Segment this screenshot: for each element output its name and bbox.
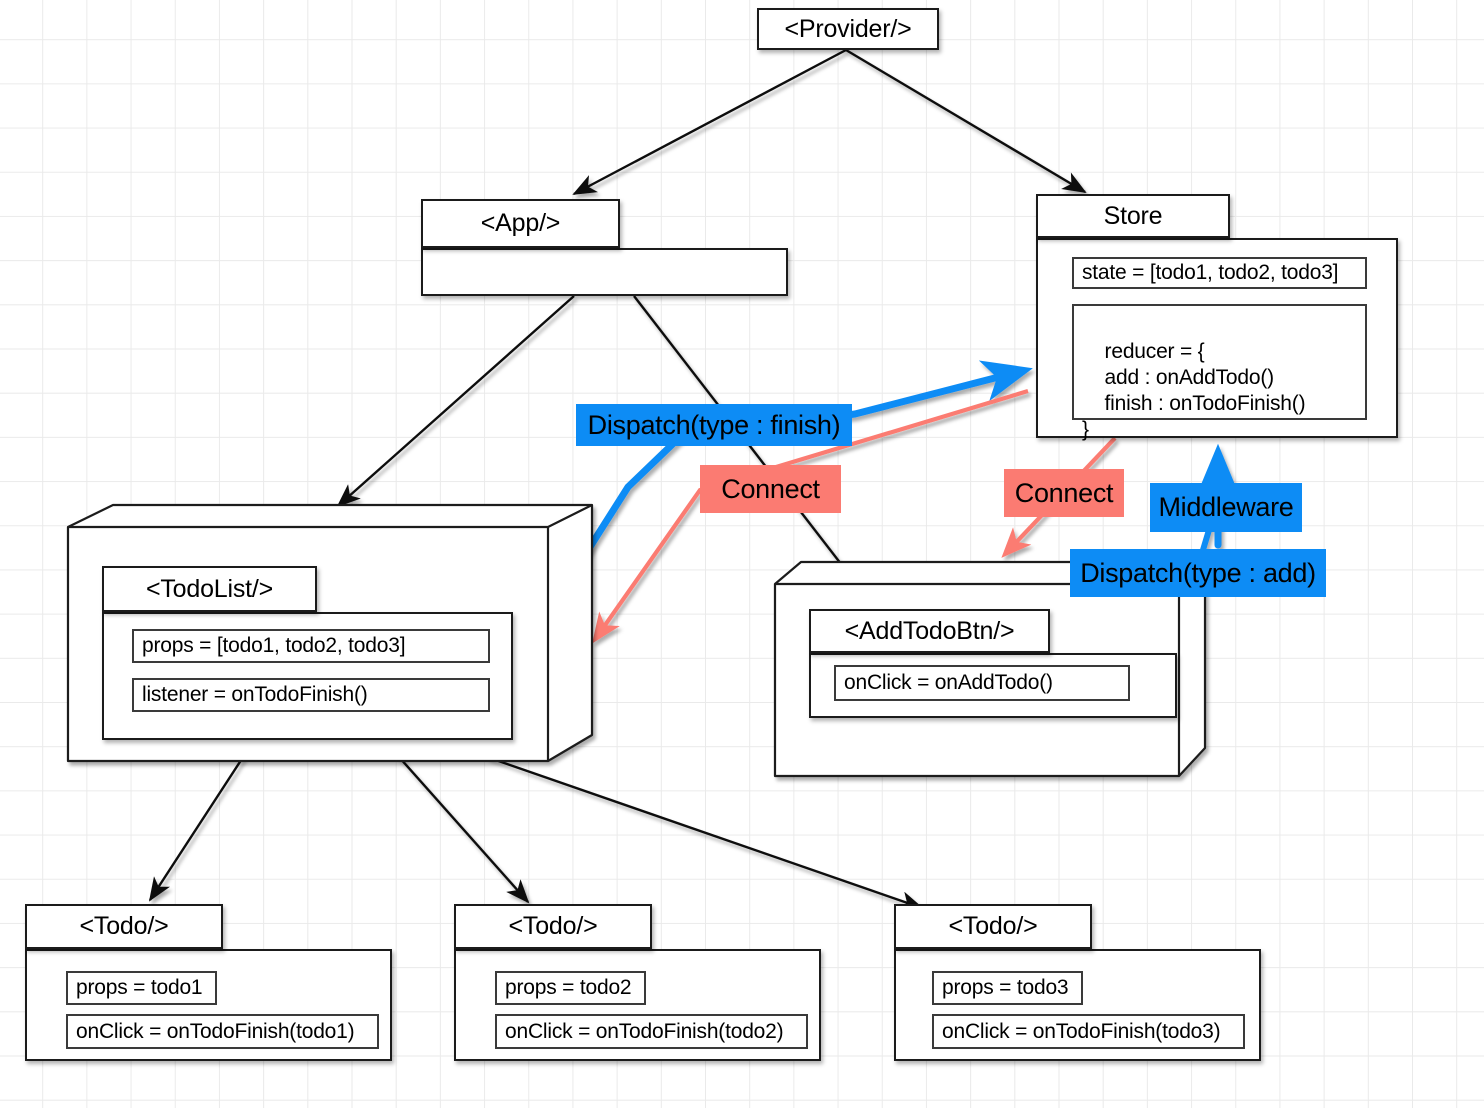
store-reducer-text: reducer = { add : onAddTodo() finish : o… bbox=[1082, 340, 1306, 441]
node-todo1-title: <Todo/> bbox=[79, 912, 169, 940]
node-todo2-title: <Todo/> bbox=[508, 912, 598, 940]
node-provider[interactable]: <Provider/> bbox=[757, 8, 939, 50]
edge-provider-to-store bbox=[845, 48, 1087, 194]
label-middleware-text: Middleware bbox=[1158, 492, 1294, 522]
node-todolist-title: <TodoList/> bbox=[145, 574, 274, 603]
todolist-listener-text: listener = onTodoFinish() bbox=[142, 683, 368, 706]
label-connect-left-text: Connect bbox=[721, 473, 820, 504]
todo3-props-text: props = todo3 bbox=[942, 976, 1069, 999]
todo3-onclick-field: onClick = onTodoFinish(todo3) bbox=[932, 1014, 1245, 1049]
node-app-header[interactable]: <App/> bbox=[421, 199, 620, 248]
todo1-onclick-text: onClick = onTodoFinish(todo1) bbox=[76, 1019, 355, 1043]
store-state-text: state = [todo1, todo2, todo3] bbox=[1082, 261, 1339, 284]
todo2-props-field: props = todo2 bbox=[495, 971, 646, 1005]
edge-provider-to-app bbox=[572, 48, 847, 196]
label-connect-right-text: Connect bbox=[1014, 477, 1114, 508]
node-provider-title: <Provider/> bbox=[784, 14, 912, 43]
todo1-onclick-field: onClick = onTodoFinish(todo1) bbox=[66, 1014, 379, 1049]
label-connect-left[interactable]: Connect bbox=[700, 465, 841, 513]
node-app-body bbox=[421, 248, 788, 296]
todo2-onclick-text: onClick = onTodoFinish(todo2) bbox=[505, 1019, 784, 1043]
node-app-title: <App/> bbox=[480, 209, 561, 237]
label-dispatch-add-text: Dispatch(type : add) bbox=[1080, 557, 1316, 588]
node-store-header[interactable]: Store bbox=[1036, 194, 1230, 238]
label-dispatch-add[interactable]: Dispatch(type : add) bbox=[1070, 549, 1326, 597]
node-addtodobtn-title: <AddTodoBtn/> bbox=[844, 616, 1015, 645]
todo3-props-field: props = todo3 bbox=[932, 971, 1083, 1005]
store-state-field: state = [todo1, todo2, todo3] bbox=[1072, 257, 1367, 289]
label-middleware[interactable]: Middleware bbox=[1150, 483, 1302, 532]
todo1-props-text: props = todo1 bbox=[76, 976, 203, 999]
addtodobtn-onclick-text: onClick = onAddTodo() bbox=[844, 671, 1053, 694]
node-addtodobtn-header[interactable]: <AddTodoBtn/> bbox=[809, 609, 1050, 653]
todolist-props-text: props = [todo1, todo2, todo3] bbox=[142, 634, 406, 657]
store-reducer-field: reducer = { add : onAddTodo() finish : o… bbox=[1072, 304, 1367, 441]
node-todolist-header[interactable]: <TodoList/> bbox=[102, 566, 317, 612]
todo2-onclick-field: onClick = onTodoFinish(todo2) bbox=[495, 1014, 808, 1049]
node-todo1-header[interactable]: <Todo/> bbox=[25, 904, 223, 949]
todolist-listener-field: listener = onTodoFinish() bbox=[132, 678, 490, 712]
node-todo3-title: <Todo/> bbox=[948, 912, 1038, 940]
node-store-title: Store bbox=[1103, 201, 1163, 230]
label-connect-right[interactable]: Connect bbox=[1004, 469, 1124, 517]
label-dispatch-finish-text: Dispatch(type : finish) bbox=[587, 409, 841, 440]
todo3-onclick-text: onClick = onTodoFinish(todo3) bbox=[942, 1019, 1221, 1043]
node-todo3-header[interactable]: <Todo/> bbox=[894, 904, 1092, 949]
todo1-props-field: props = todo1 bbox=[66, 971, 217, 1005]
addtodobtn-onclick-field: onClick = onAddTodo() bbox=[834, 665, 1130, 701]
todolist-props-field: props = [todo1, todo2, todo3] bbox=[132, 629, 490, 663]
label-dispatch-finish[interactable]: Dispatch(type : finish) bbox=[576, 404, 852, 446]
node-todo2-header[interactable]: <Todo/> bbox=[454, 904, 652, 949]
todo2-props-text: props = todo2 bbox=[505, 976, 632, 999]
edge-app-to-todolist bbox=[336, 295, 575, 508]
